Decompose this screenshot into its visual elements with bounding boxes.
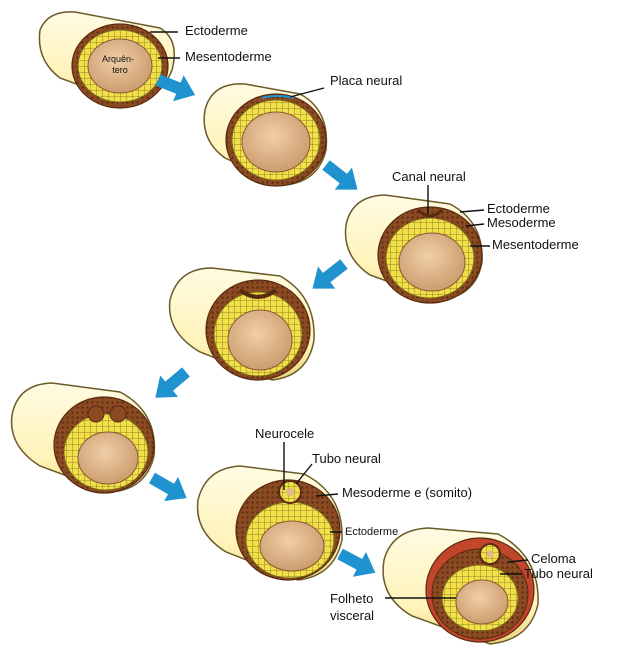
stage-4-neural-fold — [170, 268, 315, 380]
label-canal-neural: Canal neural — [392, 169, 466, 184]
label-neurocele: Neurocele — [255, 426, 314, 441]
label-ectoderme-3: Ectoderme — [487, 201, 550, 216]
leader-ectoderme-3 — [460, 210, 484, 212]
label-tubo-neural-6: Tubo neural — [312, 451, 381, 466]
arrow-left-down-icon — [146, 361, 195, 408]
stage-2-neural-plate — [204, 84, 326, 186]
stage-6-neural-tube — [198, 466, 343, 580]
label-celoma: Celoma — [531, 551, 577, 566]
stage-7-coelom — [383, 528, 538, 644]
arquentero-label-line1: Arquên- — [102, 54, 134, 64]
label-folheto-line2: visceral — [330, 608, 374, 623]
label-mesoderme-3: Mesoderme — [487, 215, 556, 230]
label-mesentoderme-3: Mesentoderme — [492, 237, 579, 252]
arquentero-label-line2: tero — [112, 65, 128, 75]
label-ectoderme-1: Ectoderme — [185, 23, 248, 38]
label-ectoderme-6: Ectoderme — [345, 526, 398, 538]
arrow-right-down-icon — [145, 466, 194, 510]
stage-5-neural-fold-closing — [12, 383, 155, 493]
arrow-right-down-icon — [333, 542, 381, 586]
arrow-left-down-icon — [304, 253, 353, 300]
arrow-right-down-icon — [317, 154, 366, 201]
label-mesoderme-somito: Mesoderme e (somito) — [342, 485, 472, 500]
stage-1-gastrula: Arquên- tero — [39, 12, 174, 108]
label-folheto-line1: Folheto — [330, 591, 373, 606]
label-placa-neural: Placa neural — [330, 73, 402, 88]
label-mesentoderme-1: Mesentoderme — [185, 49, 272, 64]
label-tubo-neural-7: Tubo neural — [524, 566, 593, 581]
